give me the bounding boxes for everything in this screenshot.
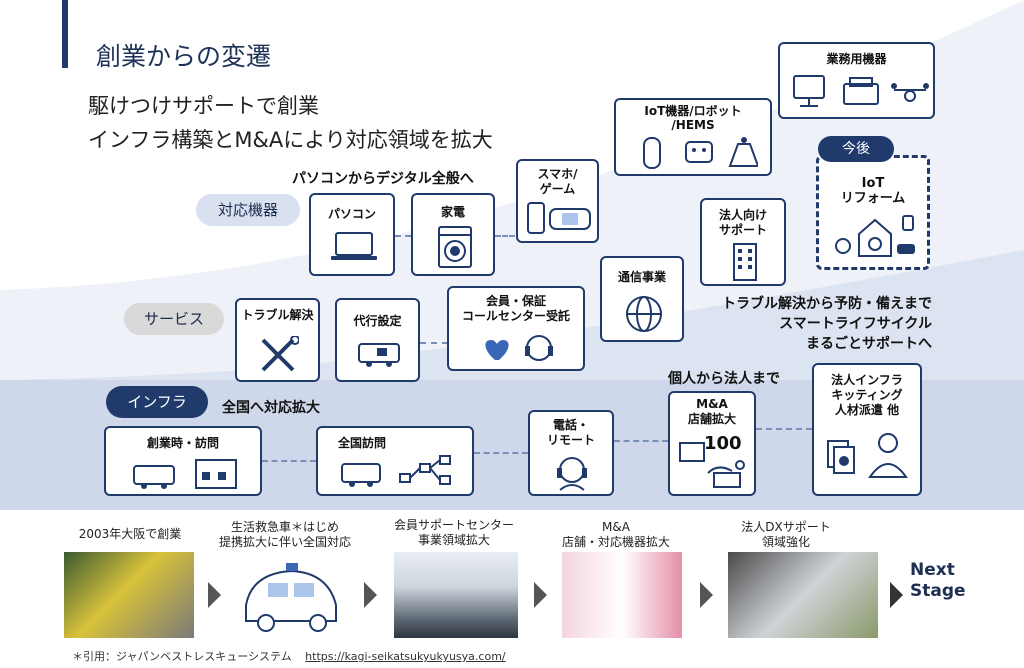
headline-nationwide: 全国へ対応拡大 [222, 400, 320, 416]
device-iot-label: IoT機器/ロボット /HEMS [644, 104, 742, 132]
future-label: IoT リフォーム [840, 176, 906, 206]
kitting-staff-icon [827, 433, 908, 478]
footnote-label: ＊引用：ジャパンベストレスキューシステム [72, 650, 292, 663]
next-stage-label: Next Stage [910, 560, 966, 601]
business-equipment-icon [793, 75, 929, 107]
infra-corp-label: 法人インフラ キッティング 人材派遣 他 [831, 373, 903, 417]
infra-corp-box: 法人インフラ キッティング 人材派遣 他 [812, 363, 922, 496]
service-trouble-box: トラブル解決 [235, 298, 320, 382]
infra-nationwide-box: 全国訪問 [316, 426, 474, 496]
smart-home-icon [835, 215, 915, 257]
van-icon [358, 343, 400, 367]
timeline-caption-3: 会員サポートセンター 事業領域拡大 [393, 518, 514, 547]
timeline-caption-4: M&A 店舗・対応機器拡大 [561, 520, 670, 549]
headline-individual-to-corp: 個人から法人まで [668, 371, 780, 387]
service-telecom-box: 通信事業 [600, 256, 684, 342]
timeline-arrow [208, 582, 221, 608]
service-setup-label: 代行設定 [353, 314, 402, 328]
tools-icon [261, 336, 299, 372]
page-title: 創業からの変遷 [96, 42, 272, 71]
headline-trouble-prevention: トラブル解決から予防・備えまで スマートライフサイクル まるごとサポートへ [722, 296, 932, 352]
service-callcenter-label: 会員・保証 コールセンター受託 [461, 294, 570, 323]
timeline-caption-5: 法人DXサポート 領域強化 [741, 520, 831, 549]
device-pc-box: パソコン [309, 193, 395, 276]
service-corporate-label: 法人向け サポート [718, 208, 767, 237]
timeline-arrow [534, 582, 547, 608]
subtitle-line-2: インフラ構築とM&Aにより対応領域を拡大 [88, 128, 493, 152]
device-appliance-label: 家電 [440, 205, 465, 219]
connector [495, 235, 515, 237]
device-appliance-box: 家電 [411, 193, 495, 276]
service-callcenter-box: 会員・保証 コールセンター受託 [447, 286, 585, 371]
device-iot-box: IoT機器/ロボット /HEMS [614, 98, 772, 176]
timeline-caption-1: 2003年大阪で創業 [78, 527, 182, 541]
device-pc-label: パソコン [327, 207, 376, 221]
photo-support-center [394, 552, 518, 638]
rescue-car-illustration [245, 563, 337, 632]
heart-headset-icon [485, 335, 553, 361]
photo-first-store [64, 552, 194, 638]
headline-pc-to-digital: パソコンからデジタル全般へ [292, 171, 474, 187]
infra-ma-box: M&A 店舗拡大 100 [668, 391, 756, 496]
device-smartphone-box: スマホ/ ゲーム [516, 159, 599, 243]
footnote: ＊引用：ジャパンベストレスキューシステム https://kagi-seikat… [72, 648, 506, 664]
headset-operator-icon [557, 457, 587, 491]
connector [756, 428, 812, 430]
infra-ma-count: 100 [704, 433, 742, 454]
connector [614, 440, 668, 442]
connector [420, 342, 448, 344]
timeline-caption-2: 生活救急車＊はじめ 提携拡大に伴い全国対応 [218, 520, 351, 549]
infra-founding-label: 創業時・訪問 [146, 436, 219, 450]
service-telecom-label: 通信事業 [617, 270, 666, 284]
title-accent-bar [62, 0, 68, 68]
device-business-label: 業務用機器 [826, 52, 887, 66]
washing-machine-icon [438, 226, 472, 268]
timeline-arrow [700, 582, 713, 608]
infra-nationwide-label: 全国訪問 [338, 436, 387, 450]
smartphone-game-icon [527, 202, 591, 234]
timeline-arrow [364, 582, 377, 608]
connector [262, 460, 316, 462]
connector [395, 235, 411, 237]
infra-remote-box: 電話・ リモート [528, 410, 614, 496]
van-network-icon [341, 455, 451, 487]
category-devices: 対応機器 [196, 194, 300, 226]
service-corporate-box: 法人向け サポート [700, 198, 786, 286]
photo-corporate-dx [728, 552, 878, 638]
van-shop-icon [133, 459, 237, 489]
category-infra: インフラ [106, 386, 208, 418]
timeline-arrow [890, 582, 903, 608]
infra-ma-label: M&A 店舗拡大 [687, 397, 736, 426]
globe-icon [626, 296, 662, 332]
footnote-link[interactable]: https://kagi-seikatsukyukyusya.com/ [305, 650, 506, 663]
photo-retail-shop [562, 552, 682, 638]
subtitle-line-1: 駆けつけサポートで創業 [88, 94, 319, 118]
device-smartphone-label: スマホ/ ゲーム [537, 167, 578, 196]
service-setup-box: 代行設定 [335, 298, 420, 382]
laptop-icon [331, 232, 377, 260]
service-trouble-label: トラブル解決 [241, 308, 314, 322]
shop-expansion-icon [679, 442, 745, 488]
category-services: サービス [124, 303, 224, 335]
building-icon [733, 243, 757, 281]
iot-robot-hems-icon [643, 137, 758, 169]
infra-remote-label: 電話・ リモート [546, 418, 595, 447]
device-business-box: 業務用機器 [778, 42, 935, 119]
connector [474, 452, 528, 454]
infra-founding-box: 創業時・訪問 [104, 426, 262, 496]
future-badge: 今後 [818, 136, 894, 162]
future-iot-reform-box: IoT リフォーム [816, 155, 930, 270]
